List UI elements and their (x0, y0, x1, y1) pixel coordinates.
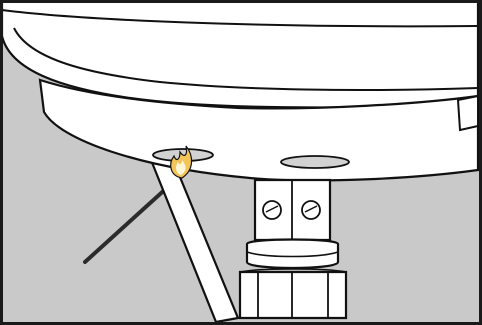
pipe-nut (247, 240, 338, 269)
side-mount-tab (458, 96, 478, 130)
valve-assembly (240, 180, 346, 318)
vent-hole-right (281, 156, 349, 168)
pipe-fitting (240, 272, 346, 318)
valve-screw-right (302, 201, 320, 219)
valve-screw-left (263, 201, 281, 219)
